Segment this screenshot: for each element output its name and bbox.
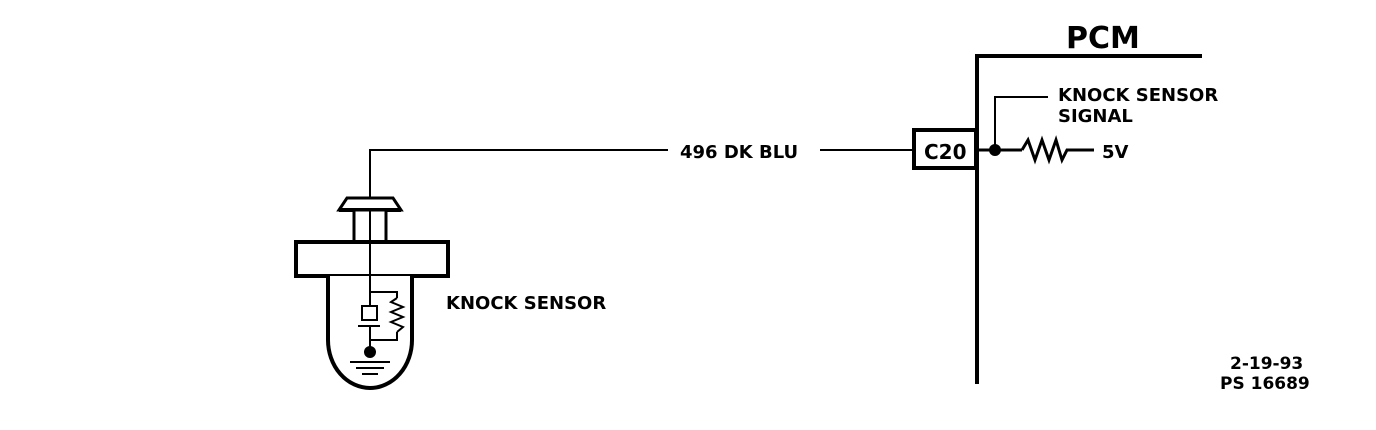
sensor-internal-resistor — [388, 297, 406, 333]
sensor-resistor-return — [370, 332, 398, 341]
footer-ref: PS 16689 — [1220, 374, 1310, 394]
footer-date: 2-19-93 — [1230, 354, 1303, 374]
sensor-flange — [294, 240, 450, 278]
ground-junction-dot — [364, 346, 376, 358]
knock-sensor: KNOCK SENSOR — [294, 196, 606, 390]
footer-reference: 2-19-93 PS 16689 — [1220, 354, 1310, 394]
signal-label-line1: KNOCK SENSOR — [1058, 85, 1218, 106]
voltage-label: 5V — [1102, 142, 1129, 163]
pcm-title: PCM — [1066, 21, 1140, 56]
signal-leader-line — [994, 96, 1048, 150]
sensor-label: KNOCK SENSOR — [446, 293, 606, 314]
connector-c20: C20 — [912, 128, 978, 170]
signal-label-line2: SIGNAL — [1058, 106, 1133, 127]
sensor-resistor-bracket — [370, 291, 398, 298]
signal-circuit: KNOCK SENSOR SIGNAL 5V — [977, 85, 1218, 165]
wire-label: 496 DK BLU — [680, 142, 798, 163]
piezo-element — [361, 305, 378, 321]
pullup-resistor — [1020, 135, 1094, 165]
connector-label: C20 — [924, 140, 967, 164]
pcm-module: PCM — [975, 21, 1202, 384]
wire-496: 496 DK BLU — [369, 142, 914, 300]
